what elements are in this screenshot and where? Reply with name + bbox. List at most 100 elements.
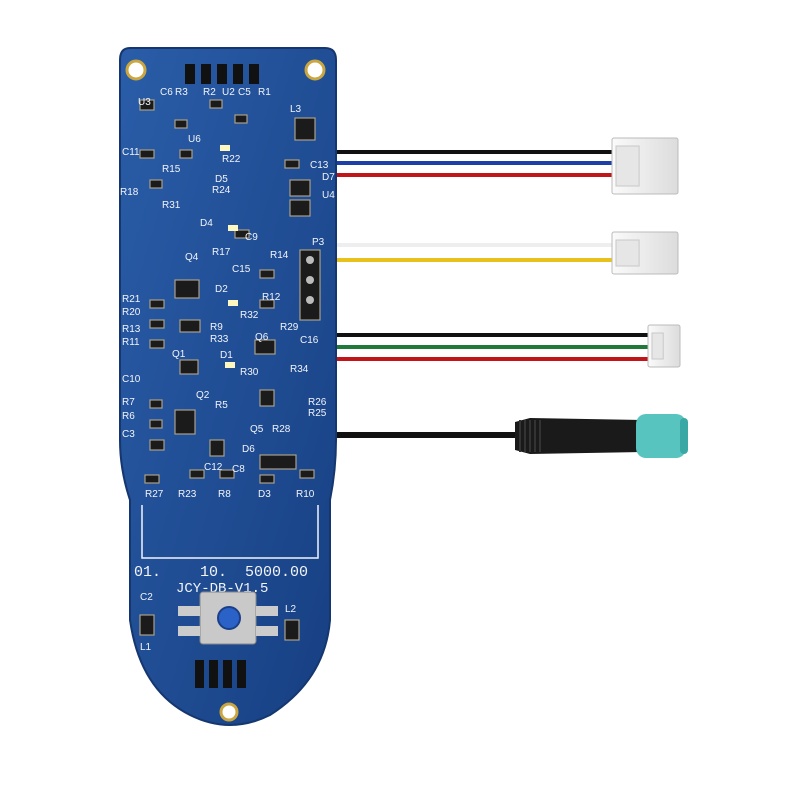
silkscreen-label: R30 bbox=[240, 367, 259, 378]
switch-pin bbox=[178, 606, 200, 616]
smd-component bbox=[259, 474, 275, 484]
silkscreen-label: R3 bbox=[175, 87, 188, 98]
silkscreen-label: R11 bbox=[122, 337, 140, 348]
silkscreen-label: C15 bbox=[232, 264, 251, 275]
jst-connector-1[interactable] bbox=[611, 137, 679, 195]
smd-component bbox=[259, 299, 275, 309]
silkscreen-label: R9 bbox=[210, 322, 223, 333]
silkscreen-label: R26 bbox=[308, 397, 327, 408]
silkscreen-label: R31 bbox=[162, 200, 181, 211]
smd-component bbox=[234, 114, 248, 124]
jst-connector-2[interactable] bbox=[611, 231, 679, 275]
silkscreen-label: Q4 bbox=[185, 252, 199, 263]
header-pin bbox=[233, 64, 243, 84]
smd-component bbox=[149, 339, 165, 349]
silkscreen-label: C12 bbox=[204, 462, 223, 473]
smd-component bbox=[139, 99, 155, 111]
smd-component bbox=[139, 149, 155, 159]
silkscreen-label: R34 bbox=[290, 364, 309, 375]
silkscreen-label: C13 bbox=[310, 160, 329, 171]
silkscreen-label: R22 bbox=[222, 154, 241, 165]
silkscreen-label: C11 bbox=[122, 147, 140, 158]
mount-hole bbox=[304, 59, 326, 81]
silkscreen-label: C10 bbox=[122, 374, 141, 385]
silkscreen-label: D2 bbox=[215, 284, 228, 295]
silkscreen-label: R33 bbox=[210, 334, 229, 345]
led bbox=[228, 225, 238, 231]
smd-component bbox=[179, 149, 193, 159]
silkscreen-label: R28 bbox=[272, 424, 291, 435]
silkscreen-label: R2 bbox=[203, 87, 216, 98]
silkscreen-label: C2 bbox=[140, 592, 153, 603]
header-pin bbox=[306, 276, 314, 284]
silkscreen-label: Q1 bbox=[172, 349, 186, 360]
smd-component bbox=[174, 409, 196, 435]
silkscreen-label: C3 bbox=[122, 429, 135, 440]
silkscreen-label: P3 bbox=[312, 237, 325, 248]
silkscreen-label: C8 bbox=[232, 464, 245, 475]
smd-component bbox=[174, 119, 188, 129]
silkscreen-label: R17 bbox=[212, 247, 231, 258]
silkscreen-label: R32 bbox=[240, 310, 259, 321]
smd-component bbox=[289, 179, 311, 197]
silkscreen-label: R18 bbox=[120, 187, 139, 198]
silkscreen-label: Q5 bbox=[250, 424, 264, 435]
silkscreen-label: R7 bbox=[122, 397, 135, 408]
silkscreen-label: R13 bbox=[122, 324, 141, 335]
silkscreen-label: L2 bbox=[285, 604, 297, 615]
smd-component bbox=[284, 159, 300, 169]
silkscreen-label: R1 bbox=[258, 87, 271, 98]
silkscreen-label: U6 bbox=[188, 134, 201, 145]
silkscreen-label: R27 bbox=[145, 489, 164, 500]
header-pin bbox=[306, 296, 314, 304]
silkscreen-label: D5 bbox=[215, 174, 228, 185]
smd-component bbox=[219, 469, 235, 479]
silkscreen-label: C9 bbox=[245, 232, 258, 243]
display-outline bbox=[141, 505, 319, 559]
smd-component bbox=[179, 319, 201, 333]
silkscreen-label: U3 bbox=[138, 97, 151, 108]
wire-harness-2 bbox=[320, 243, 615, 262]
wire-harness-1 bbox=[320, 150, 615, 177]
smd-component bbox=[149, 319, 165, 329]
smd-component bbox=[149, 399, 163, 409]
silkscreen-label: C5 bbox=[238, 87, 251, 98]
smd-component bbox=[209, 99, 223, 109]
smd-component bbox=[144, 474, 160, 484]
smd-component bbox=[149, 439, 165, 451]
silkscreen-label: D1 bbox=[220, 350, 233, 361]
jst-connector-3[interactable] bbox=[647, 324, 681, 368]
smd-component bbox=[139, 614, 155, 636]
smd-component bbox=[149, 299, 165, 309]
switch-pin bbox=[178, 626, 200, 636]
led bbox=[220, 145, 230, 151]
silkscreen-label: R12 bbox=[262, 292, 281, 303]
waterproof-connector[interactable] bbox=[515, 414, 688, 458]
smd-component bbox=[149, 179, 163, 189]
display-readout-2: 10. bbox=[200, 564, 227, 581]
switch-pin bbox=[256, 606, 278, 616]
smd-component bbox=[294, 117, 316, 141]
smd-component bbox=[259, 269, 275, 279]
smd-component bbox=[289, 199, 311, 217]
silkscreen-label: L3 bbox=[290, 104, 302, 115]
smd-component bbox=[189, 469, 205, 479]
wire-harnesses bbox=[320, 137, 688, 458]
header-pin bbox=[217, 64, 227, 84]
push-button[interactable] bbox=[217, 606, 241, 630]
header-pin bbox=[195, 660, 204, 688]
silkscreen-label: R20 bbox=[122, 307, 141, 318]
display-readout-1: 01. bbox=[134, 564, 161, 581]
silkscreen-label: R5 bbox=[215, 400, 228, 411]
silkscreen-label: D3 bbox=[258, 489, 271, 500]
silkscreen-label: Q6 bbox=[255, 332, 269, 343]
silkscreen-label: R29 bbox=[280, 322, 299, 333]
silkscreen-label: R15 bbox=[162, 164, 181, 175]
wire-harness-3 bbox=[320, 333, 650, 361]
silkscreen-label: L1 bbox=[140, 642, 152, 653]
smd-component bbox=[179, 359, 199, 375]
silkscreen-label: D6 bbox=[242, 444, 255, 455]
mount-hole bbox=[125, 59, 147, 81]
smd-component bbox=[284, 619, 300, 641]
